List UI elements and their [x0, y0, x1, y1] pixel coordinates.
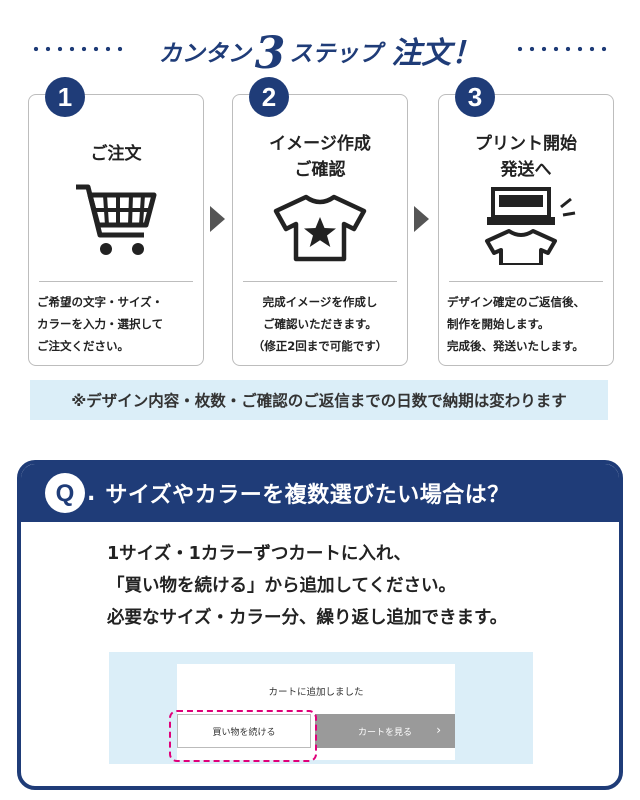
step-number-badge: 2 [249, 77, 289, 117]
faq-question: サイズやカラーを複数選びたい場合は？ [105, 483, 510, 508]
step-description: デザイン確定のご返信後、 制作を開始します。 完成後、発送いたします。 [447, 291, 605, 357]
title-middle: ステップ [289, 41, 382, 67]
step-title: ご注文 [29, 141, 203, 167]
step-card-3: 3 プリント開始 発送へ デザイン確定のご返信後、 制作を開始します。 完成後、… [438, 77, 614, 366]
q-dot: . [87, 480, 96, 506]
title-number: 3 [254, 28, 286, 79]
step-title: プリント開始 発送へ [439, 131, 613, 183]
faq-box: Q . サイズやカラーを複数選びたい場合は？ 1サイズ・1カラーずつカートに入れ… [17, 460, 623, 790]
header: カンタン 3 ステップ 注文！ [0, 24, 640, 76]
step-title-line: イメージ作成 [269, 134, 371, 154]
step-number-badge: 3 [455, 77, 495, 117]
step-title: イメージ作成 ご確認 [233, 131, 407, 183]
desc-line: 完成後、発送いたします。 [447, 339, 584, 353]
page-title: カンタン 3 ステップ 注文！ [132, 24, 508, 76]
step-card-1: 1 ご注文 ご希望の文字・サイズ・ カラーを入力・選択して ご注文ください。 [28, 77, 204, 366]
desc-line: 制作を開始します。 [447, 317, 550, 331]
step-description: 完成イメージを作成し ご確認いただきます。 （修正2回まで可能です） [241, 291, 399, 357]
desc-line: ご注文ください。 [37, 339, 129, 353]
divider [243, 281, 397, 282]
title-prefix: カンタン [158, 41, 251, 67]
answer-line: 「買い物を続ける」から追加してください。 [107, 576, 456, 596]
shopping-cart-icon [29, 181, 203, 259]
step-description: ご希望の文字・サイズ・ カラーを入力・選択して ご注文ください。 [37, 291, 195, 357]
cart-dialog-illustration: カートに追加しました 買い物を続ける カートを見る › [109, 652, 533, 764]
delivery-note: ※デザイン内容・枚数・ご確認のご返信までの日数で納期は変わります [30, 380, 608, 420]
cart-added-message: カートに追加しました [268, 687, 364, 698]
step-title-line: ご注文 [90, 144, 142, 164]
step-number-badge: 1 [45, 77, 85, 117]
desc-line: ご希望の文字・サイズ・ [37, 295, 164, 309]
divider [449, 281, 603, 282]
desc-line: （修正2回まで可能です） [252, 339, 388, 353]
highlight-dashed-border [169, 710, 317, 762]
title-suffix: 注文！ [391, 36, 482, 71]
divider [39, 281, 193, 282]
answer-line: 必要なサイズ・カラー分、繰り返し追加できます。 [107, 608, 508, 628]
desc-line: カラーを入力・選択して [37, 317, 164, 331]
step-title-line: プリント開始 [475, 134, 577, 154]
tshirt-star-icon [233, 193, 407, 263]
continue-shopping-button[interactable]: 買い物を続ける [177, 714, 311, 748]
faq-answer: 1サイズ・1カラーずつカートに入れ、 「買い物を続ける」から追加してください。 … [107, 538, 607, 634]
step-card-2: 2 イメージ作成 ご確認 完成イメージを作成し ご確認いただきます。 （修正2回… [232, 77, 408, 366]
view-cart-label: カートを見る [357, 727, 412, 738]
desc-line: 完成イメージを作成し [262, 295, 378, 309]
svg-text:Q: Q [56, 480, 75, 507]
view-cart-button[interactable]: カートを見る › [315, 714, 455, 748]
step-title-line: ご確認 [294, 160, 346, 180]
arrow-right-icon [210, 206, 225, 232]
desc-line: ご確認いただきます。 [263, 317, 377, 331]
step-title-line: 発送へ [500, 160, 552, 180]
desc-line: デザイン確定のご返信後、 [447, 295, 585, 309]
dotted-line-left [30, 46, 126, 52]
q-icon: Q [45, 473, 85, 513]
faq-header: Q . サイズやカラーを複数選びたい場合は？ [21, 464, 619, 522]
answer-line: 1サイズ・1カラーずつカートに入れ、 [107, 544, 412, 564]
chevron-right-icon: › [436, 723, 441, 737]
dotted-line-right [514, 46, 610, 52]
arrow-right-icon [414, 206, 429, 232]
printer-tshirt-icon [439, 187, 613, 265]
